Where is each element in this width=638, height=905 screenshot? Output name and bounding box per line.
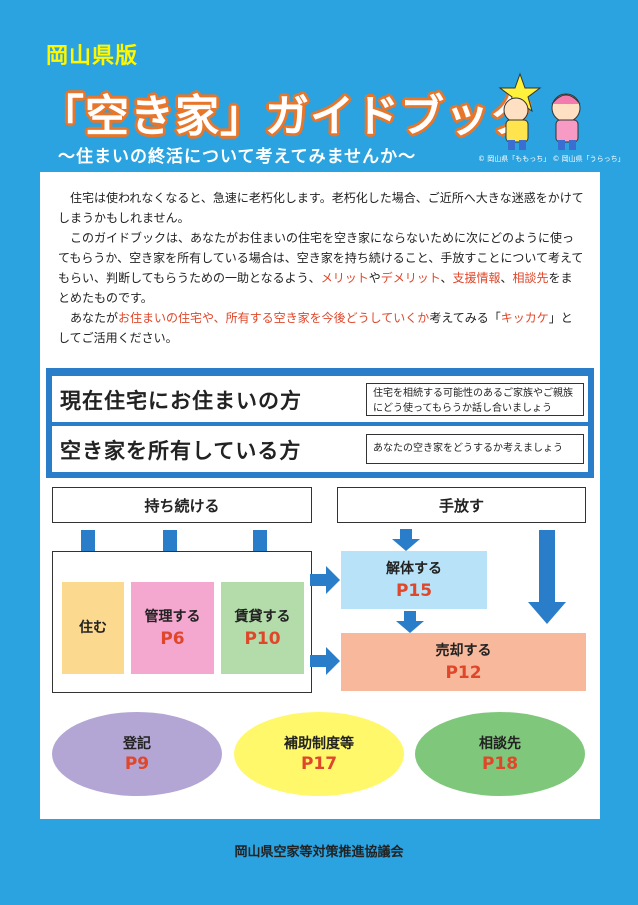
intro-paragraph-3: あなたがお住まいの住宅や、所有する空き家を今後どうしていくか考えてみる「キッカケ… [58,308,584,348]
arrow-down-icon [528,530,566,624]
mascot-credits: © 岡山県「ももっち」 © 岡山県「うらっち」 [478,155,625,163]
mascot-illustration [498,72,581,150]
intro-text-span: をまとめたものです。 [58,271,573,305]
arrow-down-icon [396,611,424,633]
highlight-demerit: デメリット [380,271,441,285]
highlight-consult: 相談先 [512,271,549,285]
intro-text-span: 、 [440,271,453,285]
subsidy-topic: 補助制度等 P17 [234,712,404,796]
demolish-box: 解体する P15 [341,551,487,609]
owner-type-box: 現在住宅にお住まいの方 住宅を相続する可能性のあるご家族やご親族にどう使ってもら… [46,368,594,478]
highlight-merit: メリット [320,271,369,285]
manage-box: 管理する P6 [131,582,214,674]
vacant-owner-row: 空き家を所有している方 あなたの空き家をどうするか考えましょう [52,426,588,472]
vacant-owner-note: あなたの空き家をどうするか考えましょう [366,434,584,464]
consult-topic: 相談先 P18 [415,712,585,796]
live-label: 住む [79,620,107,636]
demolish-page: P15 [395,581,433,601]
resident-title: 現在住宅にお住まいの方 [60,389,302,413]
page-subtitle: ～住まいの終活について考えてみませんか～ [58,147,417,167]
intro-text-span: このガイドブックは、あなたがお住まいの住宅を空き家にならないために次にどのように… [58,231,584,285]
edition-label: 岡山県版 [46,44,139,69]
intro-paragraph-2: このガイドブックは、あなたがお住まいの住宅を空き家にならないために次にどのように… [58,228,584,308]
highlight-support-info: 支援情報 [452,271,501,285]
vacant-owner-title: 空き家を所有している方 [60,439,302,463]
intro-text: 住宅は使われなくなると、急速に老朽化します。老朽化した場合、ご近所へ大きな迷惑を… [58,188,584,348]
rent-label: 賃貸する [234,609,291,625]
registry-label: 登記 [123,736,151,752]
keep-heading: 持ち続ける [52,487,312,523]
page-title: 「空き家」ガイドブック [40,91,535,142]
registry-page: P9 [124,754,150,774]
manage-label: 管理する [144,609,201,625]
highlight-trigger: キッカケ [500,311,549,325]
demolish-label: 解体する [386,561,442,577]
intro-text-span: あなたが [70,311,119,325]
subsidy-page: P17 [300,754,338,774]
publisher-footer: 岡山県空家等対策推進協議会 [234,845,404,860]
resident-row: 現在住宅にお住まいの方 住宅を相続する可能性のあるご家族やご親族にどう使ってもら… [52,376,588,422]
arrow-down-icon [392,529,420,551]
intro-text-span: 、 [500,271,513,285]
sell-label: 売却する [435,643,492,659]
sell-page: P12 [445,663,482,683]
intro-text-span: 考えてみる「 [429,311,501,325]
arrow-right-icon [310,566,340,594]
live-box: 住む [62,582,124,674]
registry-topic: 登記 P9 [52,712,222,796]
highlight-future: お住まいの住宅や、所有する空き家を今後どうしていくか [118,311,430,325]
subsidy-label: 補助制度等 [284,736,354,752]
rent-box: 賃貸する P10 [221,582,304,674]
intro-text-span: や [368,271,381,285]
sell-box: 売却する P12 [341,633,586,691]
arrow-right-icon [310,647,340,675]
intro-paragraph-1: 住宅は使われなくなると、急速に老朽化します。老朽化した場合、ご近所へ大きな迷惑を… [58,191,584,225]
manage-page: P6 [160,629,185,649]
rent-page: P10 [244,629,281,649]
release-heading: 手放す [337,487,586,523]
resident-note: 住宅を相続する可能性のあるご家族やご親族にどう使ってもらうか話し合いましょう [366,383,584,416]
consult-label: 相談先 [479,736,521,752]
consult-page: P18 [481,754,519,774]
intro-text-span: 」としてご活用ください。 [58,311,573,345]
